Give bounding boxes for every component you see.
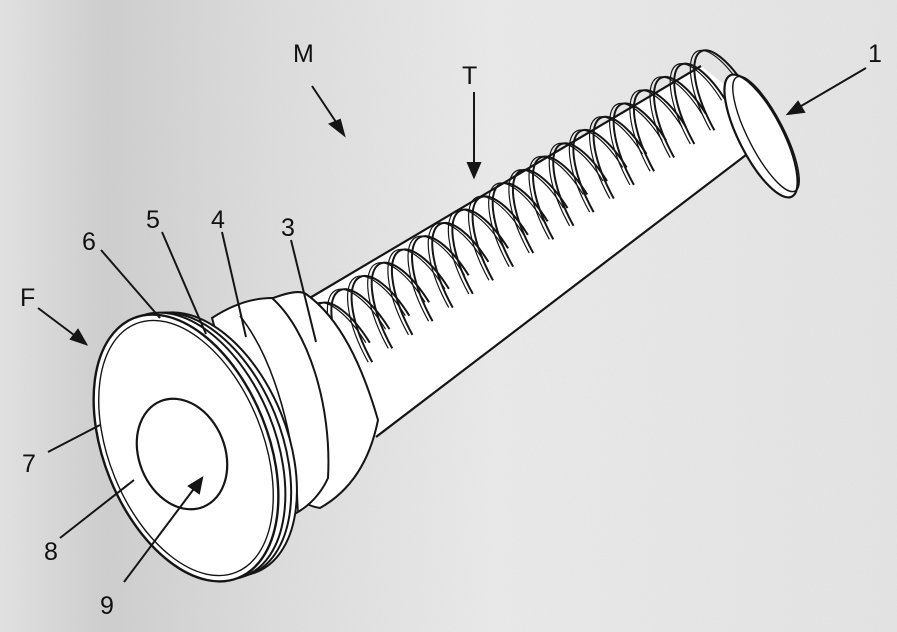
threaded-shank bbox=[302, 49, 800, 438]
thread-groove bbox=[693, 49, 771, 175]
leader-3 bbox=[290, 239, 317, 343]
arrowhead-9 bbox=[187, 475, 204, 495]
flange-head bbox=[92, 311, 298, 583]
thread-groove bbox=[411, 235, 495, 369]
thread-groove bbox=[451, 208, 534, 341]
shank-end-chamfer bbox=[732, 75, 800, 193]
thread-groove bbox=[367, 262, 451, 396]
thread-groove bbox=[431, 221, 515, 355]
thread-groove bbox=[447, 209, 530, 341]
leader-F bbox=[37, 307, 79, 339]
leader-7 bbox=[47, 424, 101, 453]
thread-groove bbox=[346, 275, 431, 410]
shank-end-face bbox=[723, 73, 799, 199]
thread-groove bbox=[592, 115, 673, 245]
thread-groove bbox=[350, 275, 436, 410]
thread-groove bbox=[370, 261, 455, 397]
label-8: 8 bbox=[44, 538, 58, 566]
thread-groove bbox=[609, 102, 688, 230]
thread-groove bbox=[491, 182, 574, 314]
thread-groove bbox=[669, 63, 747, 189]
thread-groove bbox=[612, 102, 692, 231]
label-3: 3 bbox=[281, 214, 295, 242]
arrowhead-M bbox=[328, 118, 346, 138]
thread-groove bbox=[552, 142, 633, 272]
label-7: 7 bbox=[22, 450, 36, 478]
flange-face-ring bbox=[98, 319, 274, 577]
leader-1 bbox=[795, 67, 867, 110]
thread-groove bbox=[649, 76, 727, 203]
leader-8 bbox=[59, 479, 135, 539]
thread-groove bbox=[528, 155, 609, 286]
thread-groove bbox=[508, 169, 589, 299]
shank-bottom-edge bbox=[375, 128, 781, 438]
thread-groove bbox=[673, 62, 751, 189]
thread-groove bbox=[427, 222, 510, 355]
label-4: 4 bbox=[211, 206, 225, 234]
thread-groove bbox=[632, 89, 712, 217]
label-5: 5 bbox=[146, 206, 160, 234]
label-M: M bbox=[293, 40, 314, 68]
label-9: 9 bbox=[100, 592, 114, 620]
label-F: F bbox=[20, 284, 35, 312]
arrowhead-T bbox=[466, 162, 482, 180]
thread-grooves bbox=[306, 49, 771, 438]
thread-groove bbox=[390, 248, 475, 383]
central-bore-9 bbox=[135, 397, 229, 511]
leader-4 bbox=[221, 231, 247, 338]
leader-6 bbox=[100, 249, 161, 319]
thread-groove bbox=[689, 49, 767, 175]
leader-5 bbox=[161, 231, 207, 335]
thread-groove bbox=[511, 168, 594, 300]
thread-groove bbox=[588, 116, 668, 244]
thread-groove bbox=[471, 195, 554, 328]
arrowhead-F bbox=[69, 328, 89, 346]
label-T: T bbox=[462, 62, 477, 90]
shank-body bbox=[303, 66, 780, 437]
thread-groove bbox=[572, 128, 653, 258]
label-6: 6 bbox=[82, 228, 96, 256]
thread-groove bbox=[488, 182, 569, 313]
thread-groove bbox=[387, 248, 471, 382]
leader-lines bbox=[37, 67, 867, 583]
thread-groove bbox=[652, 75, 732, 203]
thread-groove bbox=[532, 155, 613, 286]
thread-groove bbox=[407, 235, 490, 369]
arrowhead-1 bbox=[785, 100, 806, 116]
label-1: 1 bbox=[868, 40, 882, 68]
thread-groove bbox=[467, 195, 550, 327]
thread-groove bbox=[548, 142, 629, 272]
thread-groove bbox=[568, 129, 648, 258]
leader-9 bbox=[123, 485, 197, 583]
reference-labels: M T 1 3 4 5 6 F 7 8 9 bbox=[20, 40, 882, 620]
thread-groove bbox=[629, 89, 708, 216]
